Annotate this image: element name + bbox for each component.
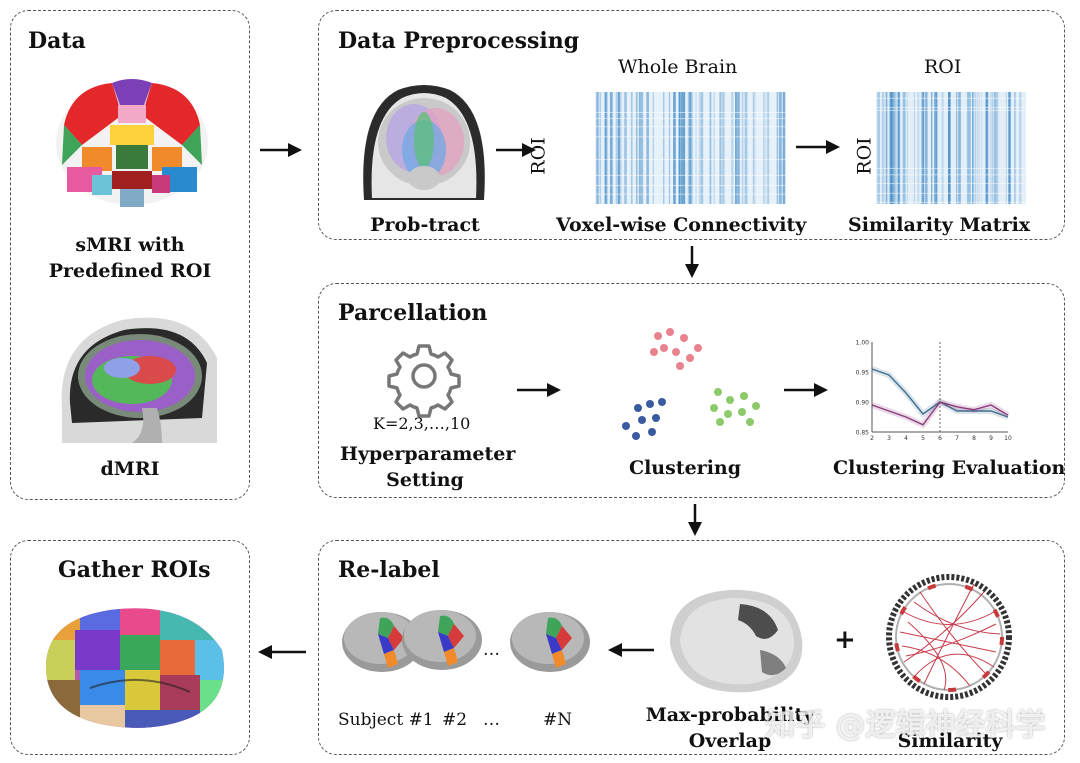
arrow-parcellation-to-relabel — [688, 504, 702, 536]
data-panel-title: Data — [28, 28, 86, 54]
x-tick-label: 8 — [972, 435, 976, 442]
roi-axis-label-2: ROI — [853, 137, 876, 175]
dmri-label: dMRI — [100, 458, 160, 480]
subject-1-brain — [342, 612, 422, 672]
arrow-hyper-to-clustering — [517, 383, 561, 397]
gathered-rois-brain — [45, 608, 224, 728]
y-tick-label: 0.90 — [856, 400, 870, 407]
similarity-matrix-label: Similarity Matrix — [848, 214, 1031, 236]
x-tick-label: 9 — [989, 435, 993, 442]
max-probability-brain — [670, 589, 803, 693]
x-tick-label: 2 — [870, 435, 874, 442]
arrow-overlap-to-subjects — [608, 643, 654, 657]
x-tick-label: 10 — [1004, 435, 1012, 442]
max-probability-label-line2: Overlap — [688, 730, 772, 752]
smri-coronal-image — [56, 79, 208, 207]
whole-brain-label: Whole Brain — [618, 56, 738, 78]
roi-axis-label-1: ROI — [527, 137, 550, 175]
subject-n-brain — [510, 612, 590, 672]
k-range-label: K=2,3,…,10 — [373, 414, 471, 433]
parcellation-panel-title: Parcellation — [338, 300, 488, 326]
subject-2-label: #2 — [442, 710, 468, 730]
watermark: 知乎 @逻辑神经科学 — [765, 708, 1046, 743]
cluster-scatter — [622, 328, 760, 440]
y-tick-label: 0.85 — [856, 430, 870, 437]
arrow-probtract-to-matrix — [496, 143, 536, 157]
x-tick-label: 3 — [887, 435, 891, 442]
circos-similarity-plot — [886, 574, 1012, 700]
gear-icon — [387, 344, 461, 418]
x-tick-label: 7 — [955, 435, 959, 442]
hyperparameter-label-line2: Setting — [386, 469, 464, 491]
arrow-data-to-preprocessing — [260, 143, 302, 157]
parcellation-panel — [318, 283, 1065, 498]
arrow-relabel-to-gather — [258, 645, 306, 659]
relabel-panel — [318, 540, 1065, 755]
roi-top-label: ROI — [924, 56, 962, 78]
hyperparameter-label-line1: Hyperparameter — [340, 443, 516, 465]
preprocessing-panel-title: Data Preprocessing — [338, 28, 580, 54]
plus-sign: + — [834, 625, 856, 655]
gather-panel — [10, 540, 250, 755]
cluster-green — [710, 388, 760, 426]
subject-1-label: Subject #1 — [338, 710, 434, 730]
cluster-red — [650, 328, 702, 370]
arrow-clustering-to-evaluation — [784, 383, 828, 397]
gather-panel-title: Gather ROIs — [58, 557, 211, 583]
dmri-sagittal-image — [52, 308, 222, 443]
voxel-connectivity-matrix — [595, 92, 786, 204]
max-probability-label-line1: Max-probability — [645, 704, 815, 726]
x-tick-label: 5 — [921, 435, 925, 442]
relabel-panel-title: Re-label — [338, 557, 440, 583]
cluster-blue — [622, 398, 666, 440]
series-line-2 — [871, 401, 1009, 426]
smri-label-line2: Predefined ROI — [48, 260, 212, 282]
clustering-label: Clustering — [628, 457, 742, 479]
smri-label-line1: sMRI with — [75, 234, 185, 256]
subject-ellipsis-label: … — [483, 710, 500, 730]
y-tick-label: 0.95 — [856, 370, 870, 377]
y-tick-label: 1.00 — [856, 340, 870, 347]
prob-tract-image — [363, 85, 485, 200]
similarity-matrix — [876, 92, 1026, 204]
x-tick-label: 4 — [904, 435, 908, 442]
similarity-label: Similarity — [897, 730, 1003, 752]
subject-2-brain — [402, 610, 482, 670]
arrow-matrix-to-similarity — [796, 140, 840, 154]
data-panel — [10, 10, 250, 500]
preprocessing-panel — [318, 10, 1065, 240]
prob-tract-label: Prob-tract — [370, 214, 480, 236]
clustering-evaluation-label: Clustering Evaluation — [833, 457, 1066, 479]
x-tick-label: 6 — [938, 435, 942, 442]
clustering-evaluation-chart: 0.85 0.90 0.95 1.00 2 3 4 5 6 7 8 9 10 — [856, 340, 1012, 443]
arrow-preprocessing-to-parcellation — [685, 246, 699, 278]
voxel-connectivity-label: Voxel-wise Connectivity — [556, 214, 807, 236]
subject-ellipsis-top: … — [483, 640, 500, 660]
subject-n-label: #N — [543, 710, 573, 730]
